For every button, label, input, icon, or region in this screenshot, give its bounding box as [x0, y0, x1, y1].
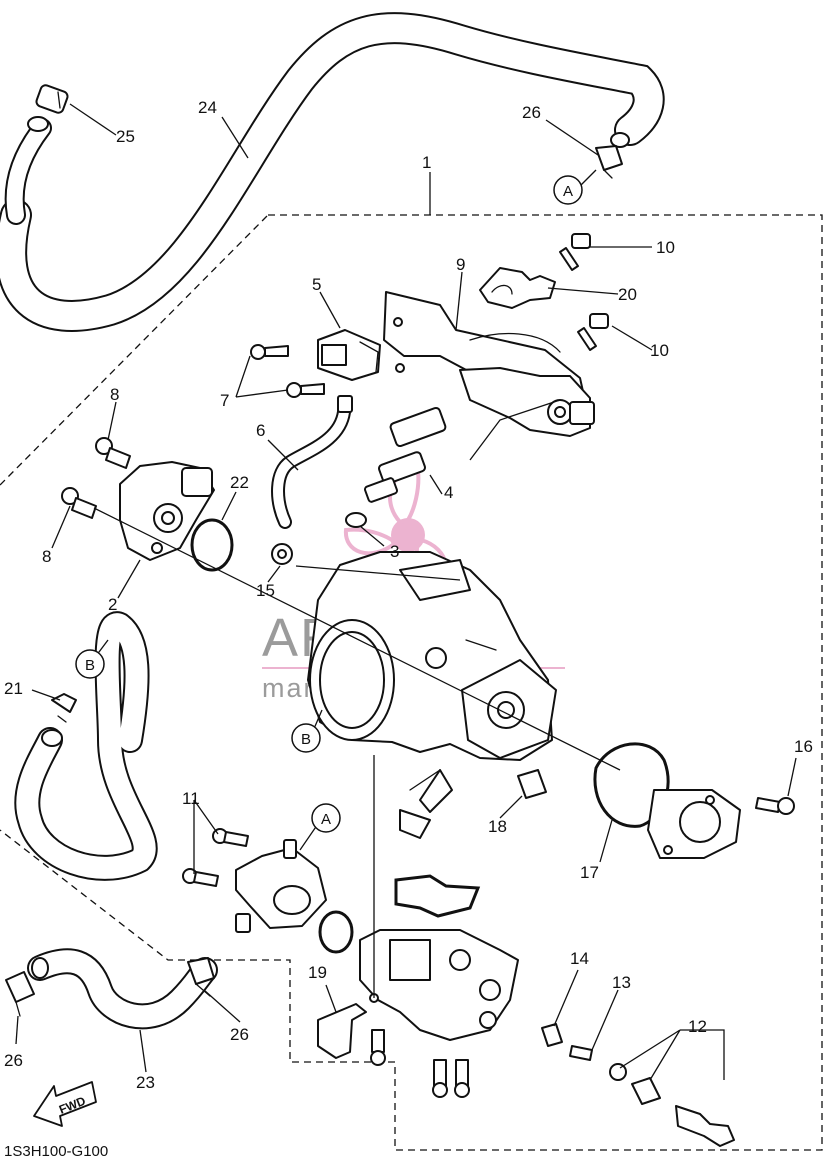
callout-24: 24: [198, 98, 217, 117]
part-26-clamp-left: [5, 971, 35, 1017]
part-10-screw-upper: [559, 233, 591, 271]
callout-26-top: 26: [522, 103, 541, 122]
cover-plate: [647, 789, 741, 859]
callout-1: 1: [422, 153, 431, 172]
callout-8-upper: 8: [110, 385, 119, 404]
callout-26-right: 26: [230, 1025, 249, 1044]
callout-3: 3: [390, 542, 399, 561]
callout-16: 16: [794, 737, 813, 756]
part-26-clamp-right: [187, 957, 215, 997]
part-26-clamp-top: [595, 145, 623, 179]
part-16-screw: [755, 797, 795, 815]
callout-20: 20: [618, 285, 637, 304]
isc-gasket: [394, 874, 481, 918]
part-25-clamp: [35, 84, 69, 114]
callout-6: 6: [256, 421, 265, 440]
callout-22: 22: [230, 473, 249, 492]
ref-mark-b-left-label: B: [85, 657, 95, 674]
callout-15: 15: [256, 581, 275, 600]
callout-13: 13: [612, 973, 631, 992]
callout-7: 7: [220, 391, 229, 410]
callout-11: 11: [182, 789, 200, 808]
callout-21: 21: [4, 679, 23, 698]
callout-23: 23: [136, 1073, 155, 1092]
ref-mark-a-top-label: A: [563, 183, 573, 200]
callout-4: 4: [444, 483, 453, 502]
callout-12: 12: [688, 1017, 707, 1036]
isc-screw-left: [370, 1029, 386, 1066]
callout-9: 9: [456, 255, 465, 274]
part-b-hose: [14, 611, 158, 881]
ref-mark-b-left: B: [75, 649, 105, 679]
o-ring-small: [318, 910, 354, 954]
ref-mark-b-center-label: B: [301, 731, 311, 748]
part-6-hose: [271, 395, 353, 529]
part-5-sensor: [317, 329, 381, 381]
part-15-nut: [271, 543, 293, 565]
part-7-screw-lower: [286, 382, 325, 398]
fwd-arrow: FWD: [33, 1081, 97, 1127]
isc-valve-body: [359, 929, 519, 1041]
callout-2: 2: [108, 595, 117, 614]
callout-25: 25: [116, 127, 135, 146]
part-2-throttle-sensor: [119, 461, 215, 561]
part-10-screw-lower: [577, 313, 609, 351]
part-11-screw-upper: [212, 828, 249, 847]
part-4-injector: [364, 406, 447, 503]
part-23-hose: [27, 948, 218, 1030]
diagram-code: 1S3H100-G100: [4, 1143, 108, 1160]
part-22-o-ring: [190, 518, 234, 572]
part-24-hose: [0, 12, 665, 332]
callout-19: 19: [308, 963, 327, 982]
isc-screw-mid: [432, 1059, 448, 1098]
ref-mark-a-bottom: A: [311, 803, 341, 833]
part-14-spring: [541, 1023, 563, 1047]
ref-mark-a-bottom-label: A: [321, 811, 331, 828]
callout-5: 5: [312, 275, 321, 294]
callout-10-lower: 10: [650, 341, 669, 360]
ref-mark-a-top: A: [553, 175, 583, 205]
part-21-clip: [51, 693, 77, 723]
part-8-screw-lower: [61, 487, 97, 519]
part-13-plunger: [569, 1045, 593, 1061]
part-18-bushing: [517, 769, 547, 799]
ref-mark-b-center: B: [291, 723, 321, 753]
part-8-screw-upper: [95, 437, 131, 469]
throttle-body: [307, 551, 557, 839]
part-11-screw-lower: [182, 868, 219, 887]
callout-17: 17: [580, 863, 599, 882]
isc-screw-right: [454, 1059, 470, 1098]
part-12-screw-set: [609, 1063, 735, 1147]
idle-control-housing: [235, 839, 327, 933]
leader-lines: [15, 103, 797, 1081]
part-20-bracket: [479, 267, 556, 309]
part-3-grommet: [345, 512, 367, 528]
part-19-bracket: [317, 993, 379, 1059]
callout-10-upper: 10: [656, 238, 675, 257]
callout-8-lower: 8: [42, 547, 51, 566]
callout-14: 14: [570, 949, 589, 968]
callout-labels: 1 2 3 4 5 6 7 8 8 9 10 10 11 12 13 14 15…: [4, 98, 813, 1092]
callout-26-left: 26: [4, 1051, 23, 1070]
part-7-screw-upper: [250, 344, 289, 360]
callout-18: 18: [488, 817, 507, 836]
